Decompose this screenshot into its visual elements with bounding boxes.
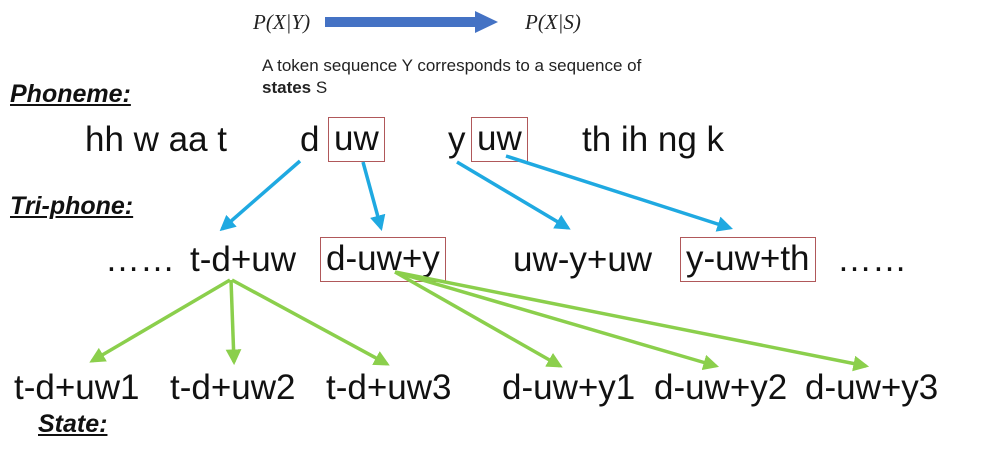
phoneme-y: y xyxy=(448,120,466,159)
formula-arrow xyxy=(325,11,498,33)
arrow-uw-to-d-uw-y xyxy=(361,161,386,232)
triphone-d-uw-y: d-uw+y xyxy=(320,237,446,282)
state-d-uw-y3: d-uw+y3 xyxy=(805,368,939,407)
state-d-uw-y2: d-uw+y2 xyxy=(654,368,788,407)
arrow-t-d-uw-to-state2 xyxy=(225,279,242,366)
arrow-t-d-uw-to-state1 xyxy=(89,278,231,363)
state-t-d-uw1: t-d+uw1 xyxy=(14,368,140,407)
phoneme-d: d xyxy=(300,120,320,159)
label-state: State: xyxy=(38,410,108,438)
triphone-ellipsis-right: …… xyxy=(837,240,907,279)
note-text: A token sequence Y corresponds to a sequ… xyxy=(262,56,642,97)
phoneme-uw-1: uw xyxy=(328,117,385,162)
state-t-d-uw3: t-d+uw3 xyxy=(326,368,452,407)
triphone-t-d-uw: t-d+uw xyxy=(190,240,297,279)
formula-left: P(X|Y) xyxy=(253,10,311,34)
formula-right: P(X|S) xyxy=(525,10,581,34)
state-t-d-uw2: t-d+uw2 xyxy=(170,368,296,407)
arrow-d-uw-y-to-state1 xyxy=(394,270,563,368)
arrow-y-to-uw-y-uw xyxy=(456,160,571,230)
arrow-t-d-uw-to-state3 xyxy=(231,278,390,366)
phoneme-group-2: th ih ng k xyxy=(582,120,725,159)
triphone-y-uw-th: y-uw+th xyxy=(680,237,816,282)
state-d-uw-y1: d-uw+y1 xyxy=(502,368,636,407)
arrow-d-to-t-d-uw xyxy=(219,159,302,232)
phoneme-group-1: hh w aa t xyxy=(85,120,228,159)
label-triphone: Tri-phone: xyxy=(10,192,134,220)
note-bold-states: states xyxy=(262,78,312,97)
arrow-uw-to-y-uw-th xyxy=(505,154,733,232)
arrow-d-uw-y-to-state3 xyxy=(394,270,870,372)
phoneme-uw-2: uw xyxy=(471,117,528,162)
label-phoneme: Phoneme: xyxy=(10,80,131,108)
triphone-uw-y-uw: uw-y+uw xyxy=(513,240,653,279)
triphone-ellipsis-left: …… xyxy=(105,240,175,279)
arrow-d-uw-y-to-state2 xyxy=(394,270,720,371)
